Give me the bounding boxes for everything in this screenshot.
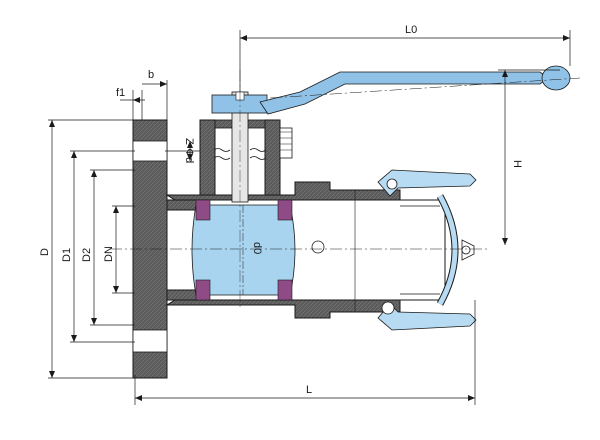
label-DN: DN	[103, 246, 115, 262]
handle-lever	[259, 65, 581, 115]
label-L: L	[306, 384, 312, 396]
stem	[211, 91, 268, 203]
label-f1: f1	[116, 87, 125, 99]
center-mark	[311, 240, 325, 254]
label-D1: D1	[61, 248, 73, 262]
label-D: D	[39, 248, 51, 256]
label-H: H	[511, 160, 523, 168]
dimensions	[48, 30, 571, 405]
valve-body	[165, 181, 446, 319]
seats	[195, 199, 293, 301]
label-D2: D2	[81, 248, 93, 262]
label-z-phi-d: Z-Φd	[183, 138, 195, 163]
label-d0: d0	[251, 242, 263, 254]
label-L0: L0	[405, 24, 417, 36]
arrowheads	[49, 35, 570, 401]
camlock-coupler	[377, 169, 477, 331]
label-b: b	[148, 69, 154, 81]
